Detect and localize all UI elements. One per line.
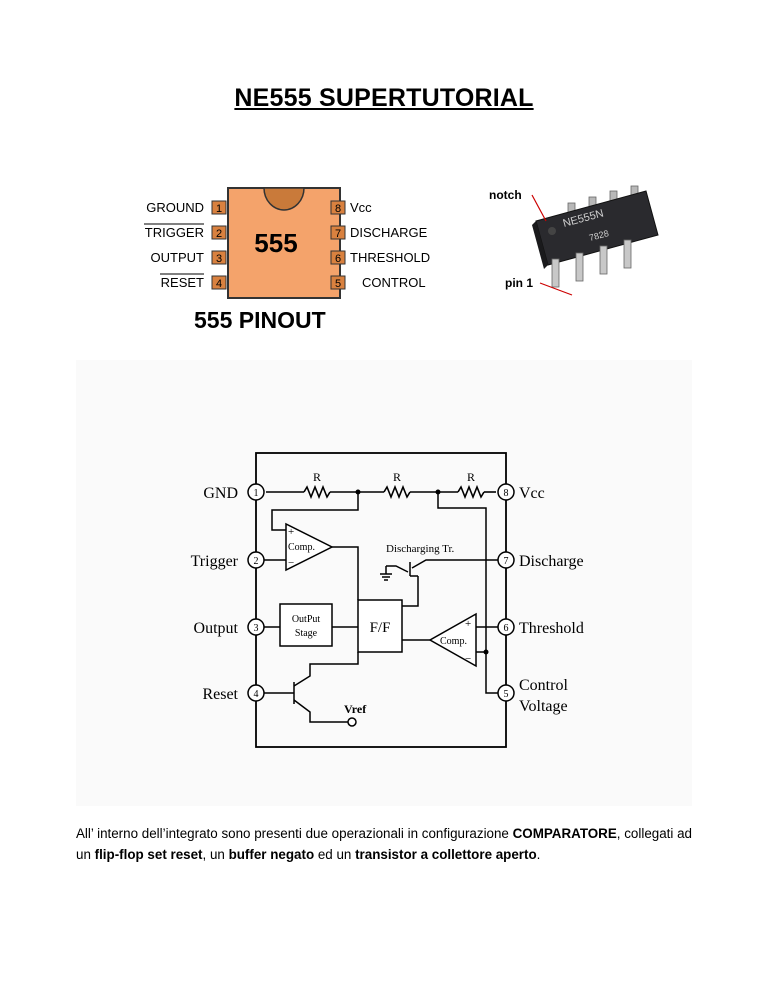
pin-num: 1 [216,203,222,215]
svg-text:Comp.: Comp. [288,542,315,553]
label-vcc: Vcc [519,485,545,502]
pinout-figure: 555 1 GROUND 2 TRIGGER 3 OUTPUT 4 RESET … [144,187,430,333]
left-pins: 1 2 3 4 [247,483,265,702]
block-diagram: R R R 1 2 3 4 GND Trigger Output Reset 8… [76,360,692,806]
label-output: Output [194,620,239,637]
left-pin-3: 3 OUTPUT [151,250,227,265]
left-pin-1: 1 GROUND [146,200,227,215]
svg-text:8: 8 [504,488,509,499]
pin-num: 3 [216,253,222,265]
pin-label-output: OUTPUT [151,250,205,265]
ic-outline [255,452,507,748]
svg-text:+: + [288,526,294,538]
pin-num: 8 [335,203,341,215]
pin-label-reset: RESET [161,275,204,290]
label-discharge: Discharge [519,553,584,570]
chip-photo: notch pin 1 NE555N 7828 [489,185,659,296]
chip-label: 555 [254,228,297,258]
svg-text:1: 1 [254,488,259,499]
svg-text:−: − [288,557,294,569]
vref-label: Vref [344,702,367,716]
pin-label-trigger: TRIGGER [145,225,204,240]
svg-text:7: 7 [504,556,509,567]
resistor-label-2: R [393,470,401,484]
svg-text:Stage: Stage [295,628,318,639]
left-pin-2: 2 TRIGGER [144,223,227,240]
pin-label-ground: GROUND [146,200,204,215]
pin-num: 6 [335,253,341,265]
right-pins: 8 7 6 5 [497,483,515,702]
svg-text:2: 2 [254,556,259,567]
right-pin-7: 7 DISCHARGE [330,225,428,240]
reset-transistor [264,652,359,723]
svg-text:+: + [465,618,471,630]
notch-label: notch [489,188,522,202]
svg-text:3: 3 [254,623,259,634]
chip-dimple [548,227,556,235]
label-reset: Reset [202,686,238,703]
comparator-trigger [285,522,334,572]
svg-text:Comp.: Comp. [440,636,467,647]
output-stage-block [279,603,333,647]
svg-text:4: 4 [254,689,259,700]
label-threshold: Threshold [519,620,584,637]
pin-label-threshold: THRESHOLD [350,250,430,265]
right-pin-8: 8 Vcc [330,200,372,215]
label-trigger: Trigger [191,553,239,570]
flip-flop-block [357,599,403,653]
svg-text:6: 6 [504,623,509,634]
comparator-threshold [428,612,477,668]
resistor-label-1: R [313,470,321,484]
svg-text:5: 5 [504,689,509,700]
ff-label: F/F [370,620,391,636]
pin1-label: pin 1 [505,276,533,290]
pin-num: 7 [335,228,341,240]
chip-body-photo [535,190,659,266]
label-gnd: GND [203,485,238,502]
right-pin-6: 6 THRESHOLD [330,250,430,265]
discharging-label: Discharging Tr. [386,543,455,555]
chip-notch [263,187,305,211]
svg-text:OutPut: OutPut [292,614,321,625]
vref-terminal [347,717,357,727]
description-paragraph: All’ interno dell’integrato sono present… [76,826,693,862]
discharge-transistor [380,559,498,607]
pinout-caption: 555 PINOUT [194,307,326,333]
notch-pointer [531,194,547,222]
pin-label-discharge: DISCHARGE [350,225,428,240]
pin-label-control: CONTROL [362,275,426,290]
resistor-label-3: R [467,470,475,484]
pin-num: 4 [216,278,222,290]
svg-text:−: − [465,653,471,665]
label-voltage: Voltage [519,698,568,715]
pin1-pointer [539,282,573,296]
document-title: NE555 SUPERTUTORIAL [234,84,534,112]
pin-num: 2 [216,228,222,240]
right-pin-5: 5 CONTROL [330,275,426,290]
label-control: Control [519,677,568,694]
pin-label-vcc: Vcc [350,200,372,215]
chip-pins-front [551,239,632,288]
pin-num: 5 [335,278,341,290]
left-pin-4: 4 RESET [160,273,227,290]
